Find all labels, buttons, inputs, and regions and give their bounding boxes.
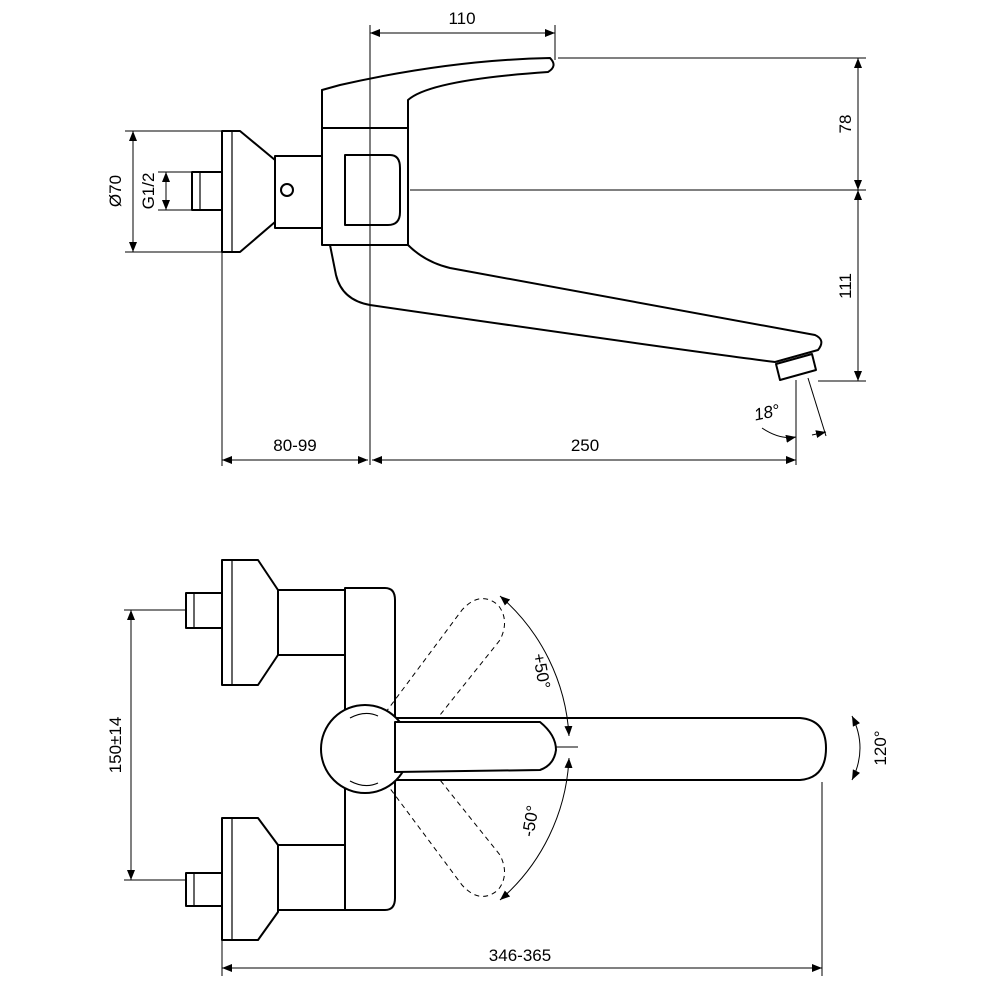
dim-thread-label: G1/2	[139, 173, 158, 210]
dim-80-99-label: 80-99	[273, 436, 316, 455]
spout	[329, 244, 823, 381]
dimension-120-degrees: 120°	[851, 715, 890, 781]
dim-110-label: 110	[448, 9, 475, 28]
inlet-nipple	[191, 171, 223, 211]
lower-wall-flange	[185, 817, 347, 941]
dimension-110: 110	[369, 9, 556, 465]
dim-111-label: 111	[836, 273, 855, 299]
dimension-78: 78	[410, 57, 866, 191]
dimension-150: 150±14	[106, 609, 186, 881]
dimension-80-99: 80-99	[221, 252, 368, 466]
dimension-diameter-70: Ø70	[106, 130, 222, 253]
dimension-18-degrees: 18°	[752, 377, 827, 465]
upper-wall-flange	[185, 559, 347, 686]
dim-346-365-label: 346-365	[489, 946, 551, 965]
dim-minus-50-label: -50°	[519, 804, 543, 838]
dim-120-label: 120°	[871, 730, 890, 765]
dimension-thread: G1/2	[139, 171, 192, 211]
dimension-250: 250	[372, 436, 796, 464]
dim-plus-50-label: +50°	[529, 652, 554, 690]
dimension-lever-swing: +50° -50°	[499, 595, 578, 901]
dim-18-label: 18°	[752, 401, 781, 425]
wall-flange	[221, 130, 276, 253]
dimension-111: 111	[818, 190, 866, 382]
dim-78-label: 78	[836, 115, 855, 134]
dim-150-label: 150±14	[106, 717, 125, 774]
side-view: 110 78 111 Ø70 G1/2	[106, 9, 866, 466]
dimension-346-365: 346-365	[221, 782, 823, 976]
top-view: 150±14 +50° -50° 120° 346-365	[106, 559, 890, 976]
lever-handle	[321, 57, 555, 129]
dim-250-label: 250	[571, 436, 599, 455]
dim-diameter-label: Ø70	[106, 175, 125, 207]
